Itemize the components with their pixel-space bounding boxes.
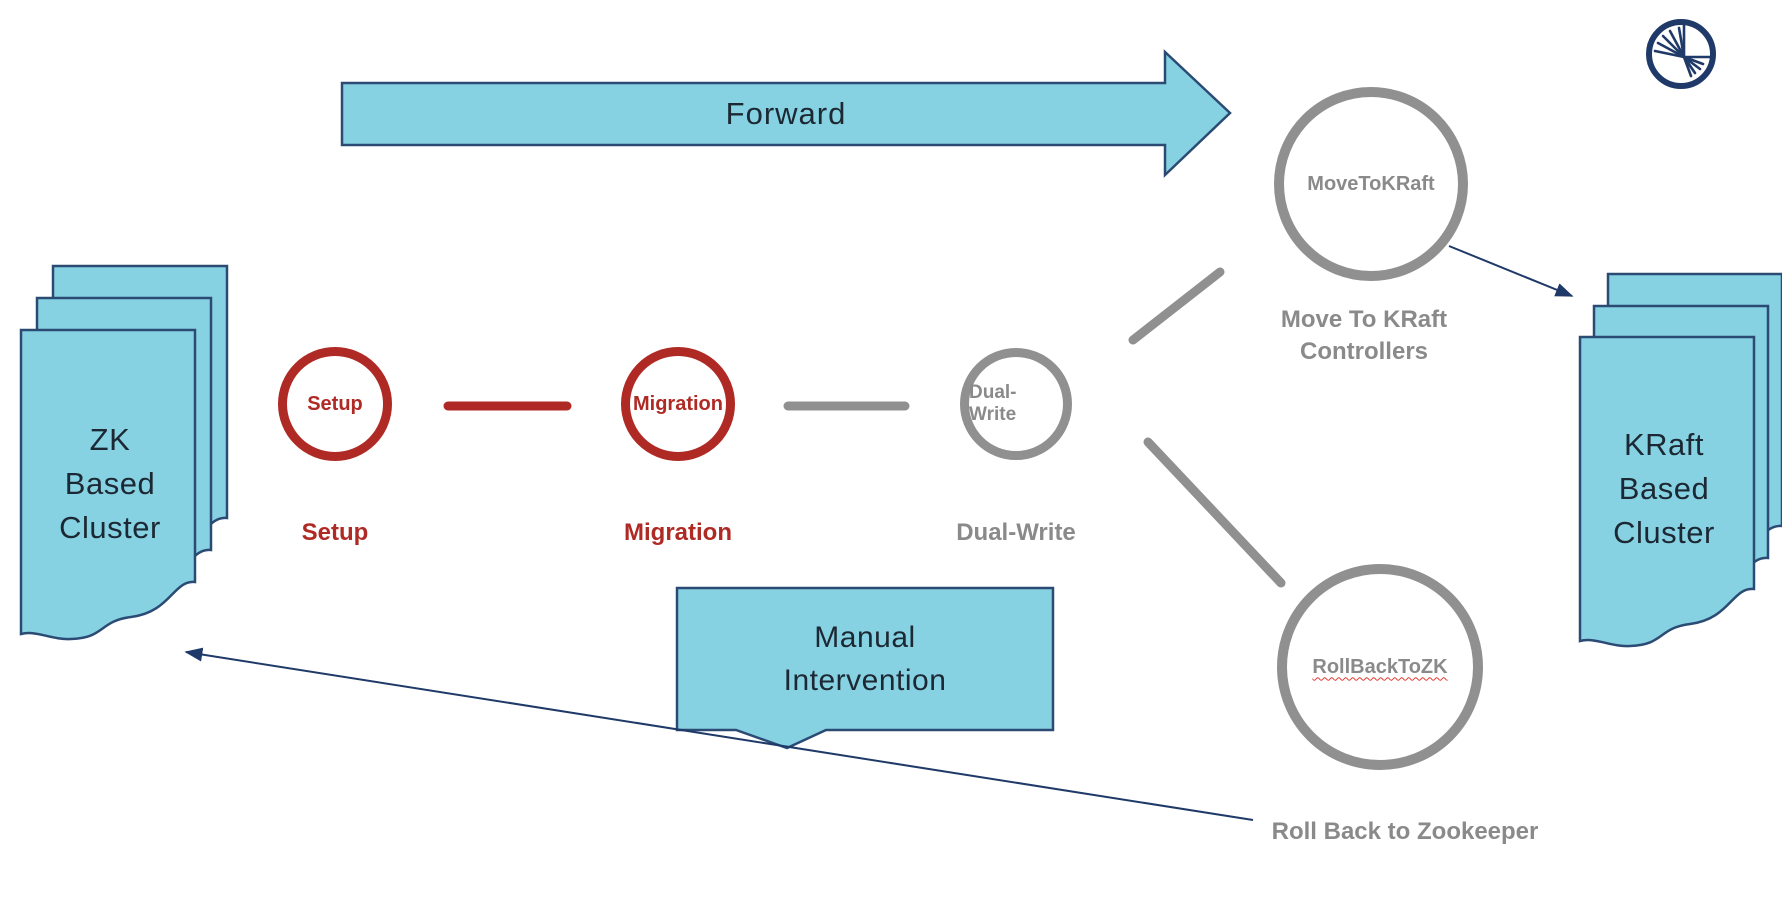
state-circle-setup: Setup: [278, 347, 392, 461]
kraft-document-front: [1578, 335, 1756, 648]
state-circle-setup-label: Setup: [307, 392, 363, 415]
state-circle-migration-label: Migration: [633, 392, 723, 415]
state-circle-migration: Migration: [621, 347, 735, 461]
zk-cluster-label-line3: Cluster: [59, 510, 161, 545]
connector-dualwrite-movetokraft: [1128, 267, 1225, 345]
manual-intervention-line2: Intervention: [783, 664, 947, 697]
zk-document-front: [19, 328, 197, 641]
kraft-cluster-label: KRaft Based Cluster: [1613, 423, 1715, 555]
migration-caption: Migration: [624, 519, 732, 546]
move-to-kraft-caption-line1: Move To KRaft: [1280, 306, 1448, 333]
forward-arrow-label: Forward: [725, 96, 847, 131]
kraft-cluster-label-line1: KRaft: [1623, 427, 1705, 462]
arrow-rollback-to-zk-cluster: [184, 647, 1254, 821]
setup-caption: Setup: [301, 519, 369, 546]
manual-intervention-label: Manual Intervention: [784, 616, 947, 702]
zk-cluster-label: ZK Based Cluster: [59, 418, 161, 550]
zk-cluster-label-line2: Based: [64, 466, 156, 501]
move-to-kraft-caption-line2: Controllers: [1299, 338, 1428, 365]
kraft-cluster-label-line2: Based: [1618, 471, 1710, 506]
kraft-cluster-label-line3: Cluster: [1613, 515, 1715, 550]
move-to-kraft-caption: Move To KRaft Controllers: [1281, 304, 1447, 368]
state-circle-rollback-to-zk-label: RollBackToZK: [1312, 655, 1448, 678]
state-circle-rollback-to-zk: RollBackToZK: [1277, 564, 1483, 770]
state-circle-dual-write-label: Dual-Write: [969, 382, 1017, 425]
manual-intervention-line1: Manual: [814, 621, 916, 654]
kraft-cluster-document-stack: [1578, 272, 1782, 648]
zk-cluster-label-line1: ZK: [89, 422, 131, 457]
rollback-caption: Roll Back to Zookeeper: [1271, 818, 1539, 845]
zk-cluster-document-stack: [19, 264, 229, 641]
dual-write-caption: Dual-Write: [956, 519, 1076, 546]
arrow-movetokraft-to-kraft-cluster: [1448, 245, 1574, 297]
confluent-logo-icon: [1646, 19, 1716, 89]
state-circle-move-to-kraft-label: MoveToKRaft: [1307, 172, 1435, 195]
forward-arrow-shape: [340, 49, 1232, 178]
state-circle-move-to-kraft: MoveToKRaft: [1274, 87, 1468, 281]
state-circle-dual-write: Dual-Write: [960, 348, 1072, 460]
connector-dualwrite-rollback: [1143, 437, 1286, 588]
